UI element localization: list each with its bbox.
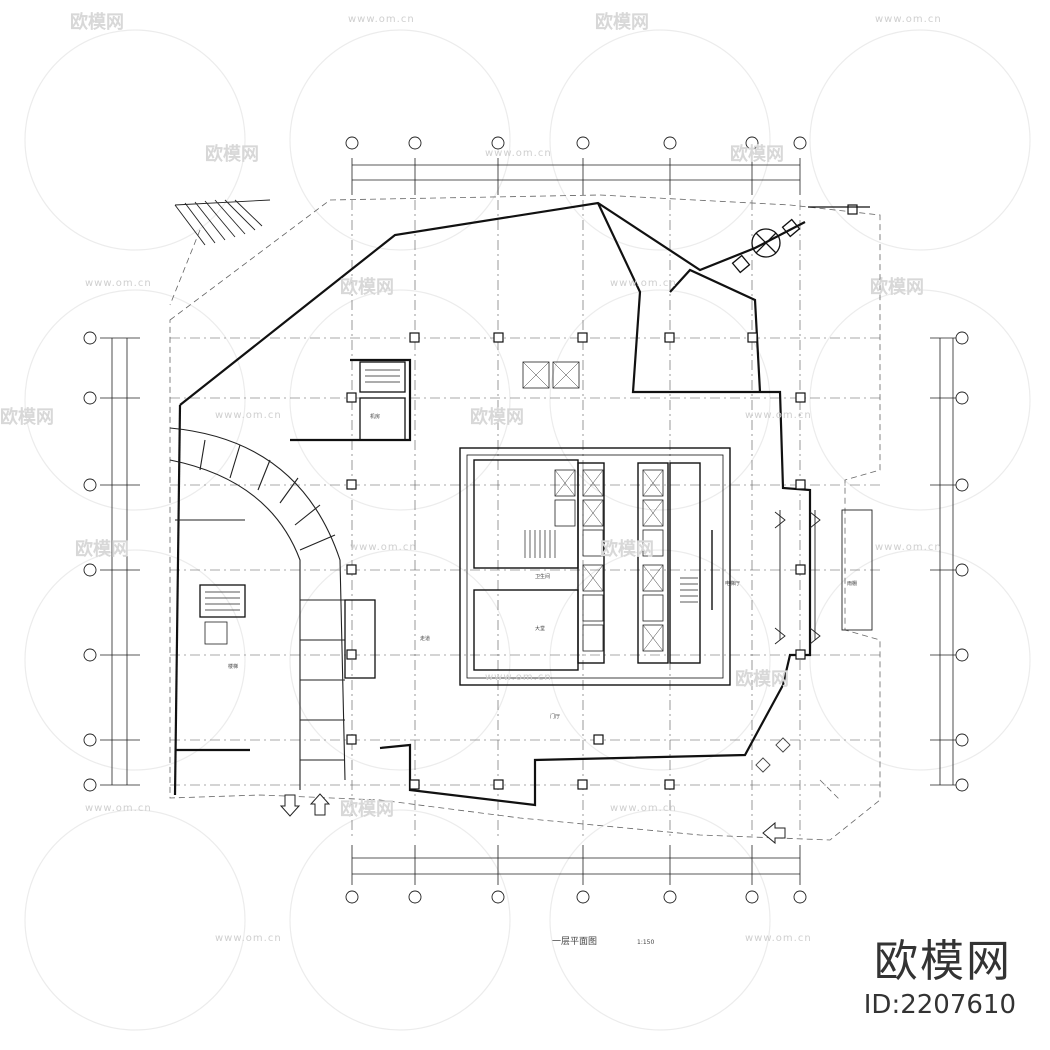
svg-text:门厅: 门厅 [550,713,560,720]
dimension-lines-left [100,337,140,786]
dimension-lines-bottom [351,845,801,885]
watermark-url: www.om.cn [610,278,677,289]
dimension-lines-right [930,337,965,786]
structural-columns [346,204,858,790]
watermark-url: www.om.cn [875,14,942,25]
drawing-caption: 一层平面图 1:150 [552,934,654,947]
watermark-tile: 欧模网 [340,799,394,820]
room-labels: 机房 大堂 电梯厅 门厅 走道 雨棚 楼梯 卫生间 [228,413,857,720]
dimension-lines-top [351,158,801,195]
watermark-url: www.om.cn [215,933,282,944]
svg-text:雨棚: 雨棚 [847,580,857,587]
drawing-title: 一层平面图 [552,937,598,947]
watermark-tile: 欧模网 [70,12,124,33]
svg-text:大堂: 大堂 [535,625,545,632]
watermark-circles [24,29,1031,1031]
watermark-tile: 欧模网 [870,277,924,298]
building-outline [173,201,812,807]
watermark-tile: 欧模网 [595,12,649,33]
watermark-tile: 欧模网 [600,539,654,560]
watermark-url: www.om.cn [348,14,415,25]
entrance-doors [774,509,873,645]
watermark-url: www.om.cn [215,410,282,421]
stair-enclosure [199,361,406,679]
watermark-url: www.om.cn [85,803,152,814]
brand-watermark: 欧模网 [874,936,1012,987]
watermark-url: www.om.cn [610,803,677,814]
axis-bubbles [83,136,969,904]
svg-text:走道: 走道 [420,635,430,642]
svg-text:机房: 机房 [370,413,380,420]
exterior-stair-hatch [174,199,271,246]
elevator-crosses [522,361,664,652]
elevator-shafts [204,361,664,652]
watermark-url: www.om.cn [485,148,552,159]
watermark-tile: 欧模网 [470,407,524,428]
watermark-tile: 欧模网 [0,407,54,428]
watermark-url: www.om.cn [85,278,152,289]
core-stairs [205,369,698,611]
watermark-url: www.om.cn [875,542,942,553]
svg-text:卫生间: 卫生间 [535,573,550,580]
model-id-label: ID:2207610 [863,990,1016,1020]
watermark-tile: 欧模网 [735,669,789,690]
watermark-tile: 欧模网 [75,539,129,560]
watermark-tile: 欧模网 [730,144,784,165]
site-boundary [169,194,881,841]
watermark-url: www.om.cn [485,672,552,683]
watermark-url: www.om.cn [745,410,812,421]
watermark-url: www.om.cn [745,933,812,944]
svg-text:楼梯: 楼梯 [228,663,238,670]
watermark-tile: 欧模网 [340,277,394,298]
curved-ramp [169,427,346,790]
lift-symbol [731,206,870,274]
watermark-tile: 欧模网 [205,144,259,165]
drawing-scale: 1:150 [637,939,655,946]
entry-arrows [279,793,786,845]
watermark-url: www.om.cn [350,542,417,553]
diamond-markers [755,737,791,773]
svg-text:电梯厅: 电梯厅 [725,580,740,587]
core-block [459,447,731,686]
